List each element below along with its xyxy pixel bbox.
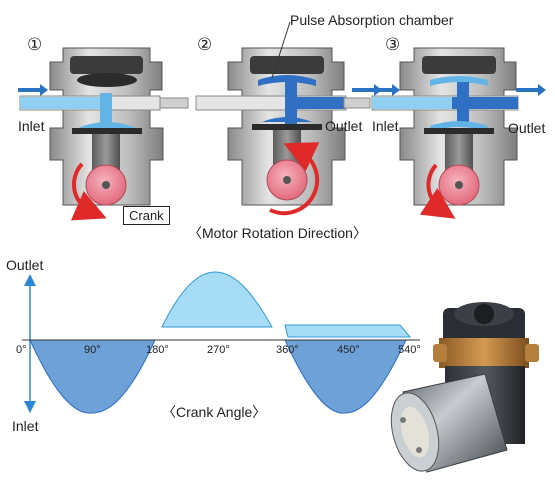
inlet-label-1: Inlet (18, 118, 45, 134)
tick-360: 360° (276, 344, 299, 356)
pulse-chamber-label: Pulse Absorption chamber (290, 12, 454, 28)
inlet-lobe-2 (284, 339, 407, 414)
inlet-arrow-1 (40, 84, 48, 96)
tick-180: 180° (146, 344, 169, 356)
pump-stage-3 (370, 47, 546, 219)
pump-stage-1 (18, 47, 189, 221)
step-number-3: ③ (385, 35, 401, 54)
tick-540: 540° (398, 344, 421, 356)
rotation-arrow-2 (269, 142, 320, 216)
outlet-label-2: Outlet (325, 118, 363, 134)
crank-1 (85, 164, 127, 206)
outlet-plateau (284, 324, 412, 338)
outlet-lobe (161, 271, 273, 328)
callout-line (271, 21, 291, 79)
pump-product-photo (390, 302, 539, 473)
pump-stage-2 (195, 21, 382, 216)
y-label-outlet: Outlet (6, 257, 44, 273)
inlet-lobe-1 (29, 339, 156, 414)
rotation-arrow-3 (419, 163, 456, 219)
tick-450: 450° (337, 344, 360, 356)
rotation-caption: 〈Motor Rotation Direction〉 (188, 225, 367, 241)
crank-label: Crank (123, 206, 170, 225)
tick-0: 0° (16, 344, 27, 356)
tick-270: 270° (207, 344, 230, 356)
step-number-2: ② (197, 35, 213, 54)
y-label-inlet: Inlet (12, 418, 39, 434)
crank-2 (266, 159, 308, 201)
outlet-arrow-3 (538, 84, 546, 96)
rotation-arrow-1 (70, 162, 107, 221)
outlet-label-3: Outlet (508, 120, 546, 136)
flow-graph (22, 271, 420, 414)
x-caption: 〈Crank Angle〉 (162, 404, 267, 420)
tick-90: 90° (84, 344, 101, 356)
inlet-arrow-3 (392, 84, 400, 96)
step-number-1: ① (27, 35, 43, 54)
inlet-label-3: Inlet (372, 118, 399, 134)
pump-stages (18, 21, 546, 221)
crank-3 (438, 164, 480, 206)
